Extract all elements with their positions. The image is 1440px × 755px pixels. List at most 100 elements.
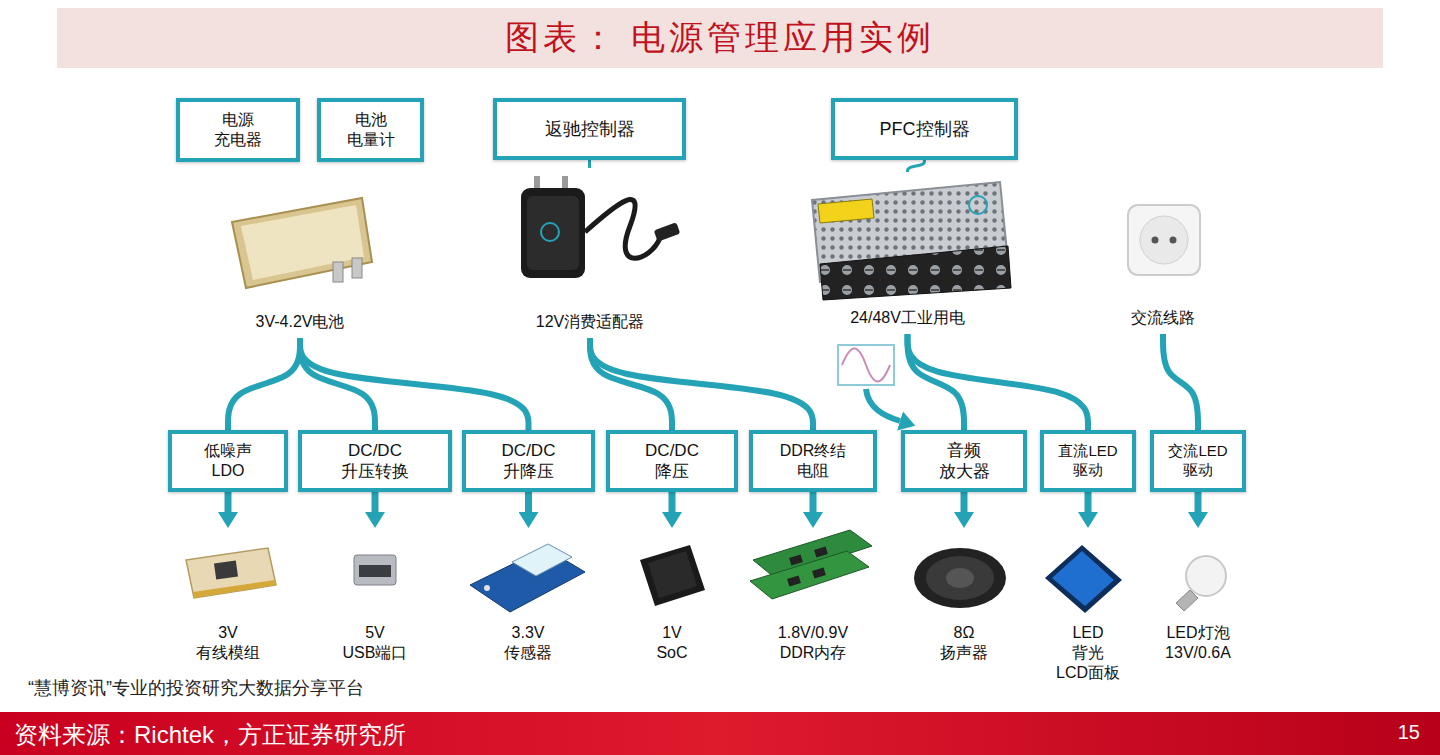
node-text: DC/DC 升降压: [488, 440, 570, 483]
power-supply-illustration-part: [820, 246, 1011, 300]
arrow-connector: [372, 492, 379, 512]
battery-illustration-part: [232, 198, 372, 288]
process-box: PFC控制器: [831, 98, 1018, 160]
node-text: 直流LED 驱动: [1049, 442, 1127, 480]
footer-bar: [0, 712, 1440, 755]
process-box: DC/DC 升降压: [462, 430, 595, 492]
adapter-illustration-part: [521, 188, 585, 278]
device-item: 5V USB端口: [305, 528, 445, 688]
bulb-illustration: [1176, 556, 1226, 611]
title-band-part: [57, 8, 1383, 68]
process-box: DDR终结 电阻: [749, 430, 877, 492]
sine-wave-icon-part: [838, 345, 894, 385]
bulb-illustration-part: [1186, 556, 1226, 596]
arrow-connector: [525, 492, 532, 512]
node-text: PFC控制器: [880, 118, 970, 141]
speaker-illustration: [914, 548, 1006, 608]
power-supply-illustration: [812, 182, 1011, 300]
node-text: 交流LED 驱动: [1159, 442, 1237, 480]
network-module-illustration: [186, 548, 276, 598]
title-area: 图表： 电源管理应用实例: [57, 8, 1383, 68]
source-item: 3V-4.2V电池: [215, 178, 385, 338]
device-item: 3V 有线模组: [158, 528, 298, 688]
connector-line: [1163, 334, 1198, 430]
adapter-illustration-part: [585, 200, 660, 259]
battery-illustration-part: [333, 262, 343, 282]
bulb-illustration-part: [1176, 590, 1198, 611]
adapter-illustration-part: [654, 222, 681, 241]
process-box: 电池 电量计: [317, 98, 424, 162]
node-text: DC/DC 升压转换: [329, 440, 421, 483]
node-text: 24/48V工业用电: [850, 308, 965, 328]
device-item: 1.8V/0.9V DDR内存: [743, 528, 883, 688]
connector-line: [300, 338, 375, 430]
node-text: 3.3V 传感器: [498, 623, 558, 663]
process-box: 电源 充电器: [176, 98, 300, 162]
power-supply-illustration-part: [818, 199, 874, 223]
node-text: 1V SoC: [651, 623, 693, 663]
node-text: DDR终结 电阻: [768, 441, 858, 481]
connector-line: [300, 338, 529, 430]
adapter-illustration-part: [527, 196, 579, 270]
node-text: 返驰控制器: [545, 118, 635, 141]
sine-wave-icon-part: [842, 349, 890, 382]
label-text: 15: [1380, 721, 1420, 744]
node-text: 电池 电量计: [341, 110, 401, 150]
battery-illustration: [232, 198, 372, 288]
sine-wave-icon: [838, 345, 900, 421]
title-band: [57, 8, 1383, 68]
process-box: DC/DC 升压转换: [298, 430, 452, 492]
process-box: 交流LED 驱动: [1150, 430, 1246, 492]
node-text: 低噪声 LDO: [193, 441, 263, 481]
network-module-illustration-part: [214, 561, 238, 580]
node-text: 1.8V/0.9V DDR内存: [763, 623, 863, 663]
soc-chip-illustration: [640, 545, 705, 606]
ddr-memory-illustration: [750, 530, 872, 599]
adapter-illustration-part: [541, 223, 559, 241]
process-box: 低噪声 LDO: [168, 430, 288, 492]
device-item: LED 背光 LCD面板: [1018, 528, 1158, 691]
device-item: 8Ω 扬声器: [894, 528, 1034, 688]
speaker-illustration-part: [946, 568, 974, 588]
ddr-memory-illustration-part: [789, 554, 803, 565]
node-text: 5V USB端口: [339, 623, 411, 663]
outlet-illustration-part: [1152, 237, 1159, 244]
ddr-memory-illustration-part: [812, 567, 826, 578]
adapter-illustration: [521, 176, 680, 278]
node-text: DC/DC 降压: [636, 440, 708, 483]
node-text: 8Ω 扬声器: [936, 623, 992, 663]
connector-line: [908, 334, 1089, 430]
connector-line: [590, 338, 672, 430]
sensor-board-illustration: [470, 544, 585, 612]
arrow-connector: [669, 492, 676, 512]
page-number: 15: [1380, 721, 1420, 744]
network-module-illustration-part: [186, 548, 276, 598]
arrow-connector: [225, 492, 232, 512]
node-text: 交流线路: [1131, 308, 1195, 328]
process-box: 音频 放大器: [901, 430, 1027, 492]
arrow-connector: [1085, 492, 1092, 512]
node-text: 12V消费适配器: [536, 312, 644, 332]
source-item: 24/48V工业用电: [800, 172, 1015, 334]
soc-chip-illustration-part: [640, 545, 705, 606]
arrow-connector: [810, 492, 817, 512]
node-text: 3V-4.2V电池: [256, 312, 345, 332]
lcd-panel-illustration: [1045, 545, 1122, 613]
connector-line: [590, 338, 813, 430]
connector-line: [908, 334, 965, 430]
speaker-illustration-part: [914, 548, 1006, 608]
soc-chip-illustration-part: [648, 551, 697, 598]
power-supply-illustration-part: [969, 196, 987, 214]
device-item: 1V SoC: [602, 528, 742, 688]
ddr-memory-illustration-part: [814, 546, 828, 557]
outlet-illustration-part: [1128, 205, 1200, 275]
outlet-illustration-part: [1140, 216, 1188, 264]
usb-port-illustration-part: [354, 555, 396, 585]
node-text: LED 背光 LCD面板: [1056, 623, 1121, 683]
watermark: “慧博资讯”专业的投资研究大数据分享平台: [28, 676, 364, 700]
process-box: 返驰控制器: [493, 98, 686, 160]
outlet-illustration-part: [1170, 237, 1177, 244]
sine-wave-icon-part: [866, 389, 900, 421]
lcd-panel-illustration-part: [1045, 545, 1122, 613]
